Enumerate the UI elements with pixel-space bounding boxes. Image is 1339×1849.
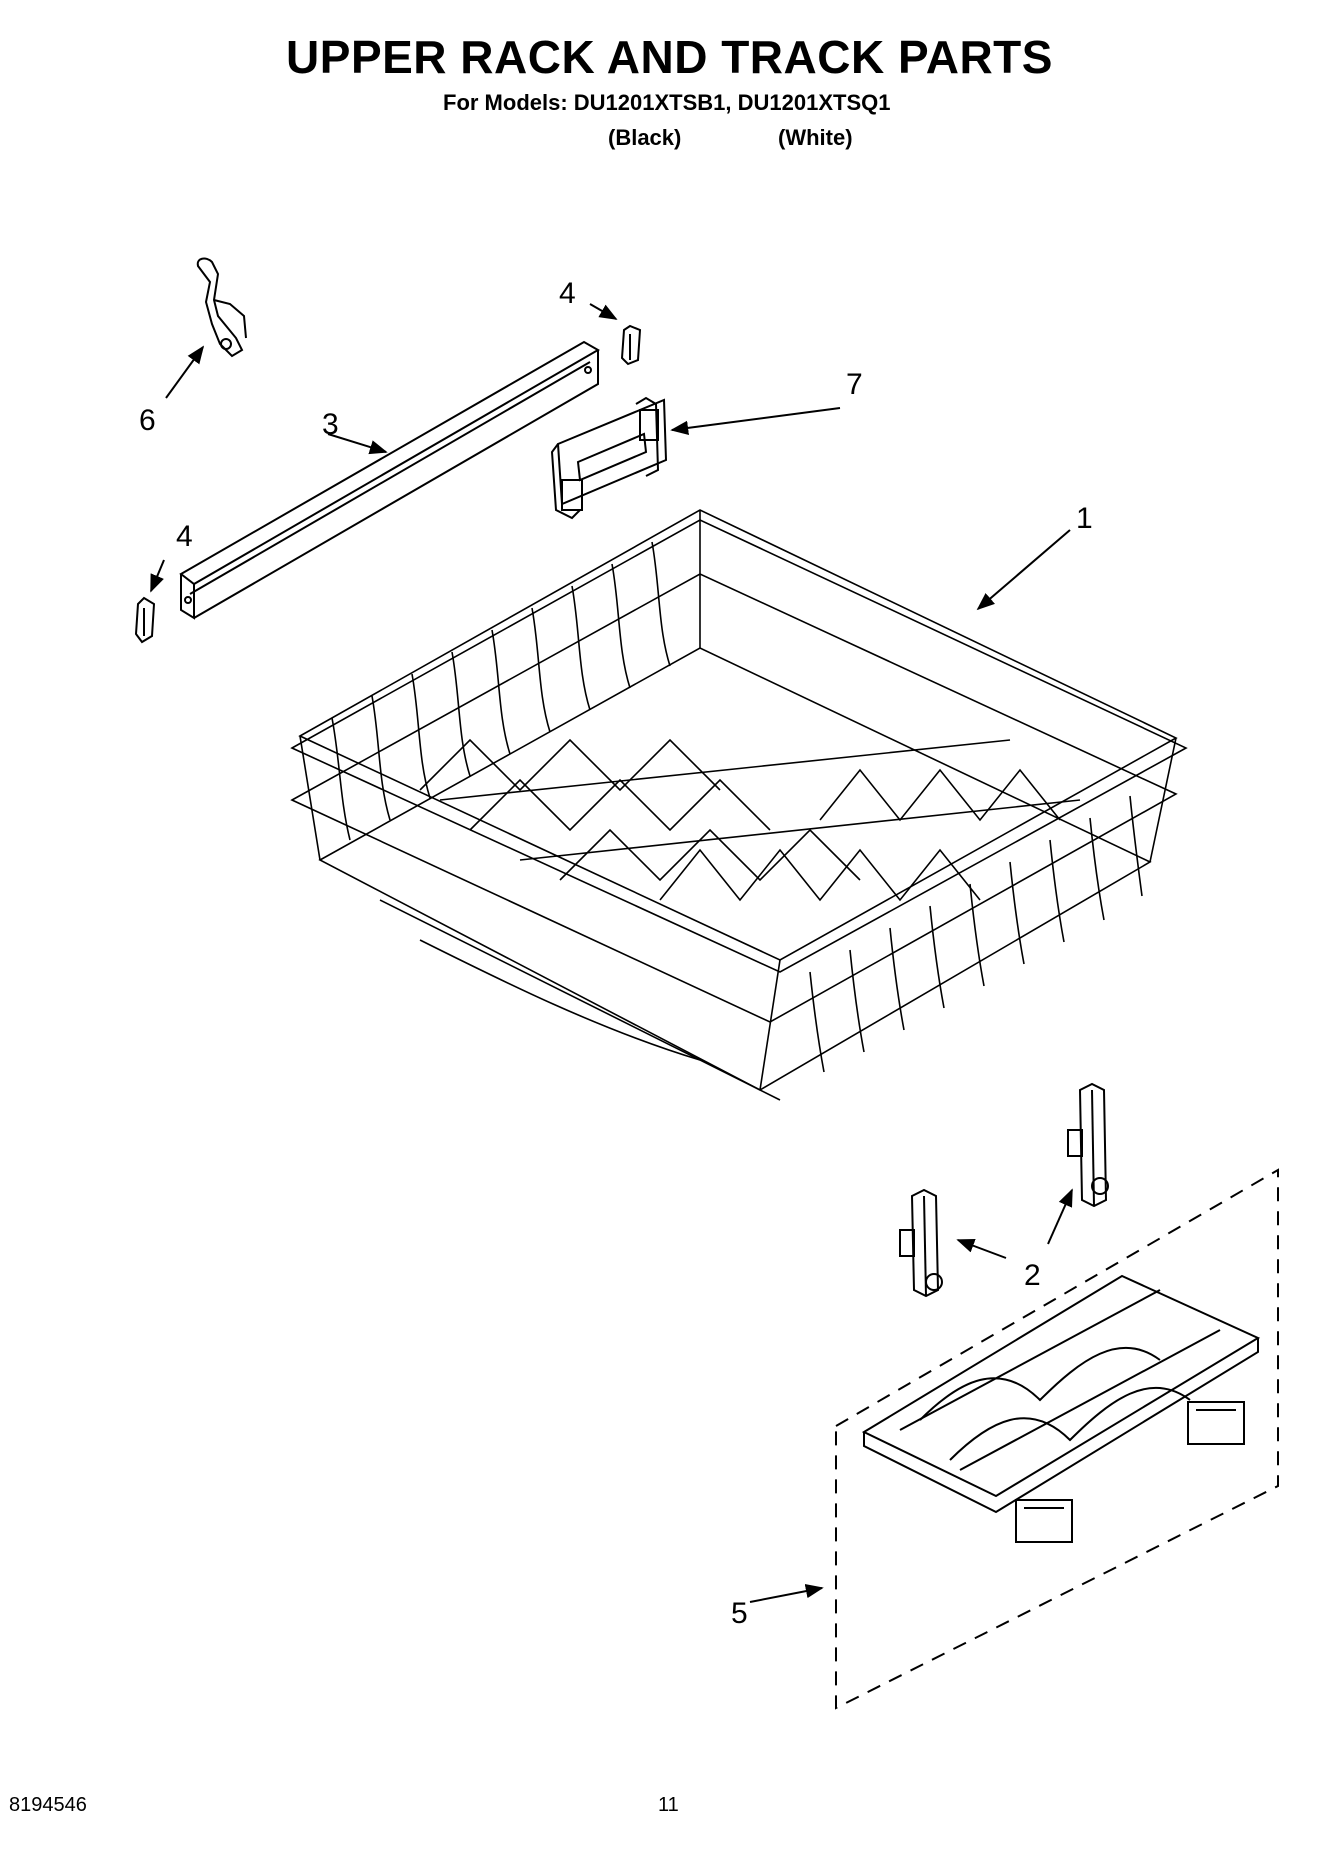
callout-7: 7: [846, 368, 863, 401]
track-stop-top-part-4: [620, 324, 642, 366]
callout-arrows: [150, 303, 1073, 1603]
rack-interior-tines: [419, 738, 1081, 902]
cup-shelf-kit-part-5: [835, 1168, 1279, 1710]
rack-left-wall-tines: [331, 541, 671, 841]
callout-4-top: 4: [559, 277, 576, 310]
track-part-3: [179, 340, 601, 620]
rack-front-wall-tines: [809, 795, 1143, 1073]
variant-white-label: (White): [778, 125, 853, 150]
wheel-assembly-part-2-rear: [1067, 1082, 1109, 1208]
clip-part-6: [196, 257, 247, 358]
document-number: 8194546: [9, 1794, 87, 1816]
callout-1: 1: [1076, 502, 1093, 535]
callout-2: 2: [1024, 1259, 1041, 1292]
track-stop-left-part-4: [134, 596, 156, 644]
callout-3: 3: [322, 408, 339, 441]
models-line: For Models: DU1201XTSB1, DU1201XTSQ1: [443, 90, 891, 115]
callout-6: 6: [139, 404, 156, 437]
wheel-assembly-part-2-front: [899, 1188, 943, 1298]
upper-rack-part-1: [290, 509, 1188, 1101]
page-title: UPPER RACK AND TRACK PARTS: [286, 31, 1053, 83]
callout-5: 5: [731, 1597, 748, 1630]
page-number: 11: [658, 1794, 679, 1816]
adjuster-part-7: [550, 396, 668, 520]
variant-black-label: (Black): [608, 125, 682, 150]
callout-4-left: 4: [176, 520, 193, 553]
